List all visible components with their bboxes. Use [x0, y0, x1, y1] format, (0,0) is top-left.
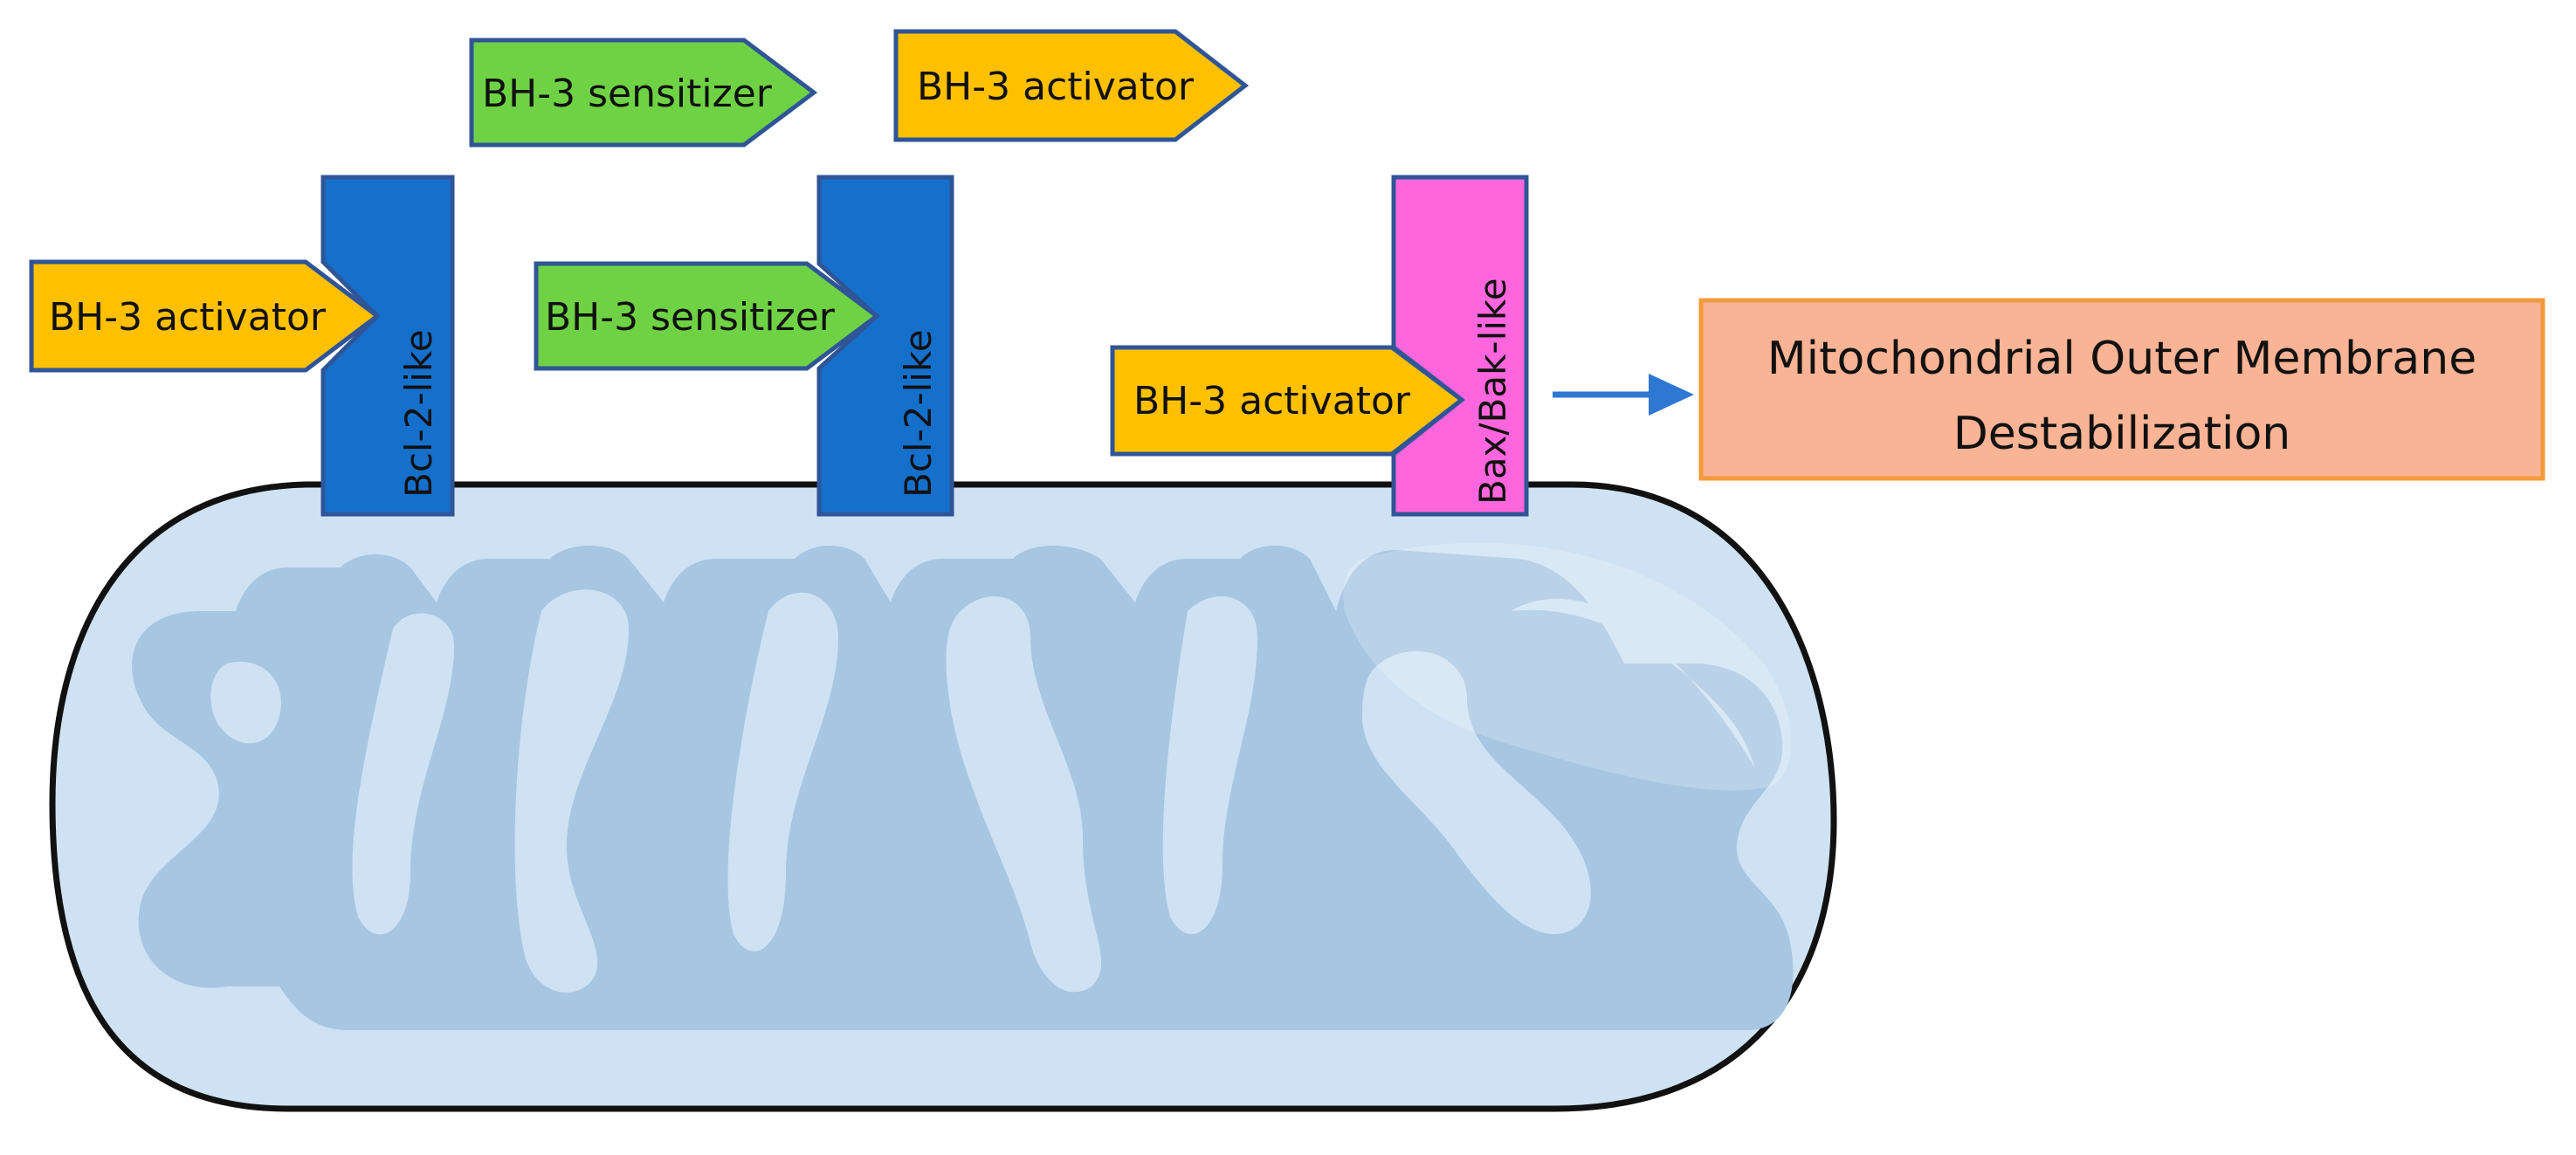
bh3-activator-top-shape — [893, 29, 1250, 142]
bcl2-middle-label: Bcl-2-like — [897, 329, 940, 498]
bcl2-middle-complex: BH-3 sensitizer Bcl-2-like — [534, 175, 954, 517]
outcome-line1: Mitochondrial Outer Membrane — [1767, 333, 2476, 385]
mitochondrion — [49, 481, 1837, 1112]
outcome-box: Mitochondrial Outer Membrane Destabiliza… — [1698, 298, 2545, 481]
bh3-activator-left-shape — [29, 259, 382, 373]
bh3-sensitizer-top-shape — [469, 38, 818, 148]
bcl2-left-complex: BH-3 activator Bcl-2-like — [29, 175, 455, 517]
bcl2-left-label: Bcl-2-like — [397, 329, 440, 498]
bh3-activator-top-label: BH-3 activator — [917, 65, 1195, 109]
top-ligands: BH-3 sensitizer BH-3 activator — [469, 29, 1250, 148]
bh3-activator-right-label: BH-3 activator — [1133, 379, 1411, 423]
bax-bak-complex: BH-3 activator Bax/Bak-like — [1110, 175, 1529, 517]
mitochondrion-highlight — [1343, 542, 1792, 791]
bh3-sensitizer-middle-shape — [534, 261, 881, 371]
bh3-sensitizer-top-label: BH-3 sensitizer — [482, 72, 773, 116]
arrow-head — [1649, 374, 1694, 416]
outcome-arrow — [1553, 374, 1694, 416]
outcome-line2: Destabilization — [1953, 408, 2291, 460]
bh3-activator-left-label: BH-3 activator — [49, 295, 327, 340]
bh3-sensitizer-middle-label: BH-3 sensitizer — [545, 295, 836, 340]
bcl2-left-protein — [320, 175, 455, 517]
bcl2-middle-protein — [816, 175, 954, 517]
bax-bak-protein — [1391, 175, 1529, 517]
bax-bak-label: Bax/Bak-like — [1471, 278, 1514, 505]
mitochondrion-matrix-folds — [210, 589, 1755, 993]
